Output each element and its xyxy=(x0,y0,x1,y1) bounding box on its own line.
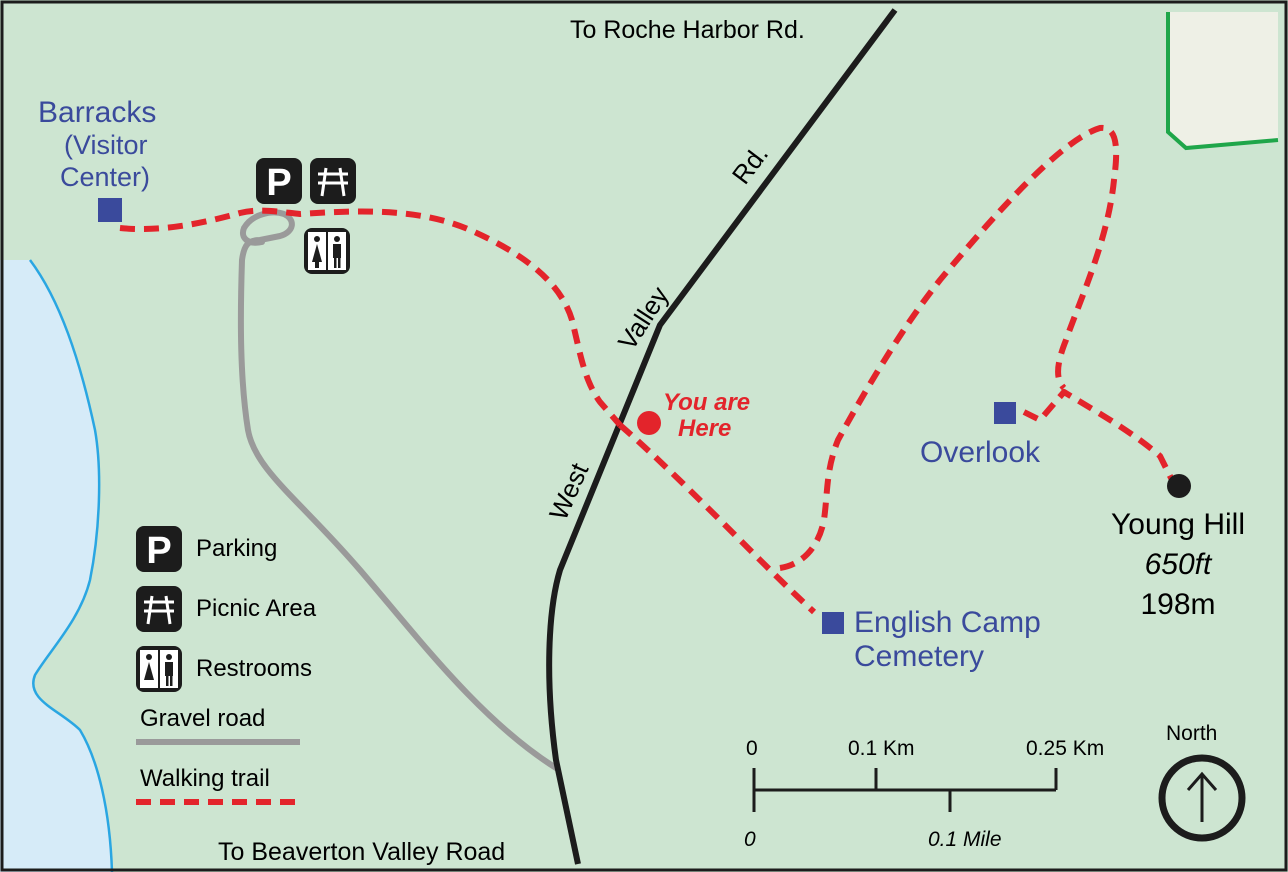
young-hill-label: Young Hill xyxy=(1111,508,1245,541)
young-hill-marker xyxy=(1167,474,1191,498)
scale-mi-0: 0 xyxy=(744,828,756,851)
park-boundary-line xyxy=(1166,12,1279,151)
legend-parking-icon: P xyxy=(136,526,182,572)
legend: P Parking Picnic Area Restrooms Gravel r… xyxy=(136,526,317,805)
cemetery-marker xyxy=(822,612,844,634)
park-boundary-area xyxy=(1168,12,1278,148)
legend-trail-label: Walking trail xyxy=(140,765,270,792)
picnic-icon xyxy=(310,158,356,204)
barracks-label: Barracks xyxy=(38,96,156,129)
overlook-marker xyxy=(994,402,1016,424)
scale-bar: 0 0.1 Km 0.25 Km 0 0.1 Mile xyxy=(744,737,1104,851)
water-body xyxy=(0,260,112,872)
young-hill-elevation-m: 198m xyxy=(1140,588,1215,621)
barracks-label-line3: Center) xyxy=(60,162,150,192)
south-road-label: To Beaverton Valley Road xyxy=(218,838,505,866)
barracks-label-line2: (Visitor xyxy=(64,130,148,160)
legend-restrooms-icon xyxy=(136,646,182,692)
barracks-marker xyxy=(98,198,122,222)
young-hill-elevation-ft: 650ft xyxy=(1145,548,1213,581)
gravel-road xyxy=(237,209,559,771)
trail-loop-to-young-hill xyxy=(779,124,1120,571)
scale-mi-1: 0.1 Mile xyxy=(928,828,1002,851)
trail-overlook-spur xyxy=(1022,389,1175,482)
scale-km-1: 0.1 Km xyxy=(848,737,915,760)
legend-parking-label: Parking xyxy=(196,535,277,562)
parking-icon-glyph: P xyxy=(266,162,291,204)
legend-picnic-icon xyxy=(136,586,182,632)
restrooms-icon xyxy=(304,228,350,274)
trail-barracks-to-junction xyxy=(119,207,623,427)
west-valley-road xyxy=(546,8,898,865)
legend-parking-glyph: P xyxy=(146,530,171,572)
cemetery-label-line2: Cemetery xyxy=(854,640,984,673)
cemetery-label: English Camp xyxy=(854,606,1041,639)
parking-icon: P xyxy=(256,158,302,204)
legend-picnic-label: Picnic Area xyxy=(196,595,317,622)
you-are-here-marker xyxy=(637,411,661,435)
legend-gravel-label: Gravel road xyxy=(140,705,265,732)
scale-km-0: 0 xyxy=(746,737,758,760)
legend-restrooms-label: Restrooms xyxy=(196,655,312,682)
north-label: North xyxy=(1166,722,1217,745)
overlook-label: Overlook xyxy=(920,436,1041,469)
north-arrow: North xyxy=(1158,722,1246,842)
north-road-label: To Roche Harbor Rd. xyxy=(570,16,805,44)
you-are-here-label: You are xyxy=(663,389,750,416)
you-are-here-label-line2: Here xyxy=(678,415,731,442)
scale-km-2: 0.25 Km xyxy=(1026,737,1104,760)
shoreline xyxy=(28,259,114,872)
